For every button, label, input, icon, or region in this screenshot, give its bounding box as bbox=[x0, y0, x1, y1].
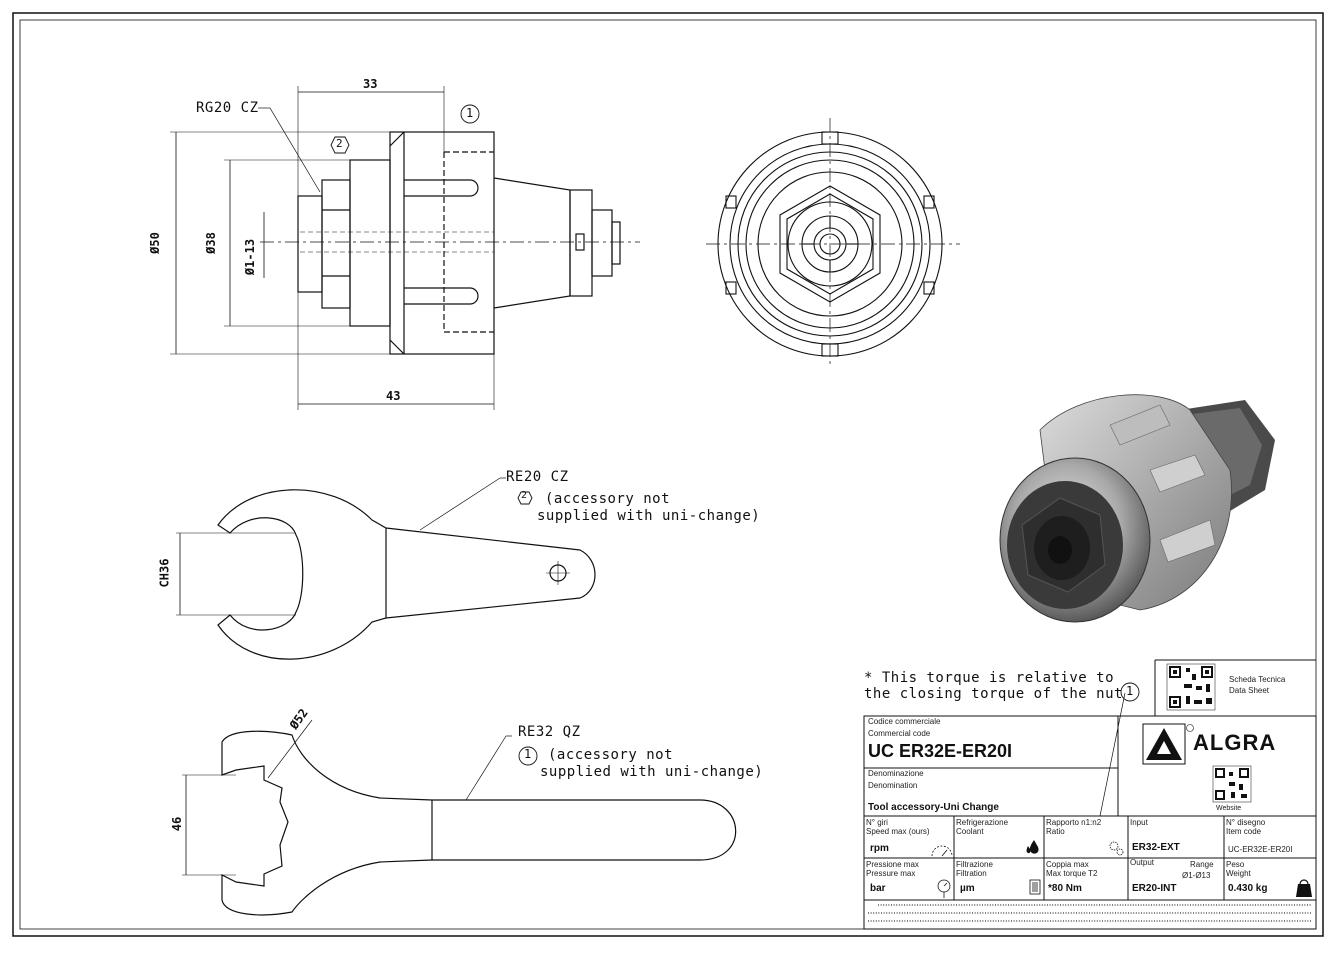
wrench-small-note-2: supplied with uni-change) bbox=[537, 508, 761, 524]
wrench-large-label: RE32 QZ bbox=[518, 724, 581, 740]
commercial-code-label-en: Commercial code bbox=[868, 729, 931, 738]
speed-label-en: Speed max (ours) bbox=[866, 827, 930, 836]
wrench-small-balloon: 2 bbox=[521, 490, 528, 501]
commercial-code-label-it: Codice commerciale bbox=[868, 717, 941, 726]
filtration-label-en: Filtration bbox=[956, 869, 987, 878]
nut-label: RG20 CZ bbox=[196, 100, 259, 116]
wrench-small-note-1: (accessory not bbox=[545, 491, 671, 507]
filtration-label-it: Filtrazione bbox=[956, 860, 993, 869]
qr-code-datasheet bbox=[1166, 663, 1216, 711]
wrench-large-note-2: supplied with uni-change) bbox=[540, 764, 764, 780]
brand-name: ALGRA bbox=[1193, 730, 1277, 755]
datasheet-label-en: Data Sheet bbox=[1229, 686, 1270, 695]
torque-label-en: Max torque T2 bbox=[1046, 869, 1098, 878]
dim-length-bottom: 43 bbox=[386, 389, 401, 403]
dim-dia-mid: Ø38 bbox=[203, 232, 218, 254]
wrench-small-label: RE20 CZ bbox=[506, 469, 569, 485]
dim-length-top: 33 bbox=[363, 77, 378, 91]
denomination-label-it: Denominazione bbox=[868, 769, 924, 778]
website-label: Website bbox=[1216, 805, 1242, 812]
qr-code-website bbox=[1212, 765, 1252, 803]
coolant-label-it: Refrigerazione bbox=[956, 818, 1009, 827]
range-value: Ø1-Ø13 bbox=[1182, 871, 1211, 880]
range-label: Range bbox=[1190, 860, 1214, 869]
wrench-small-dim: CH36 bbox=[157, 558, 172, 588]
dim-dia-range: Ø1-13 bbox=[243, 238, 258, 276]
commercial-code: UC ER32E-ER20I bbox=[868, 741, 1013, 761]
wrench-re32 bbox=[182, 719, 737, 916]
output-label: Output bbox=[1130, 858, 1155, 867]
speed-gauge-icon bbox=[931, 845, 953, 857]
balloon-1-side: 1 bbox=[466, 106, 474, 120]
coolant-label-en: Coolant bbox=[956, 827, 984, 836]
torque-note-line-2: the closing torque of the nut bbox=[864, 686, 1123, 702]
outer-border bbox=[12, 12, 1324, 937]
ratio-label-it: Rapporto n1:n2 bbox=[1046, 818, 1102, 827]
filter-icon bbox=[1029, 879, 1041, 895]
fine-print-strip bbox=[868, 904, 1312, 922]
input-value: ER32-EXT bbox=[1132, 842, 1180, 853]
pressure-gauge-icon bbox=[937, 879, 951, 898]
drawing-label-en: Item code bbox=[1226, 827, 1262, 836]
torque-label-it: Coppia max bbox=[1046, 860, 1089, 869]
pressure-label-en: Pressure max bbox=[866, 869, 916, 878]
drawing-label-it: N° disegno bbox=[1226, 818, 1266, 827]
wrench-large-note-1: (accessory not bbox=[548, 747, 674, 763]
weight-label-en: Weight bbox=[1226, 869, 1251, 878]
gears-icon bbox=[1109, 841, 1124, 856]
weight-icon bbox=[1296, 879, 1312, 897]
torque-note-balloon: 1 bbox=[1126, 684, 1134, 698]
balloon-2-side: 2 bbox=[336, 137, 343, 150]
datasheet-label-it: Scheda Tecnica bbox=[1229, 675, 1286, 684]
wrench-large-balloon: 1 bbox=[524, 747, 532, 761]
pressure-label-it: Pressione max bbox=[866, 860, 919, 869]
algra-logo bbox=[1142, 723, 1194, 765]
weight-value: 0.430 kg bbox=[1228, 883, 1268, 894]
filtration-unit: µm bbox=[960, 883, 975, 894]
torque-value: *80 Nm bbox=[1048, 883, 1082, 894]
denomination-label-en: Denomination bbox=[868, 781, 918, 790]
wrench-re20 bbox=[176, 477, 596, 660]
pressure-unit: bar bbox=[870, 883, 886, 894]
product-render bbox=[999, 394, 1275, 623]
side-view bbox=[170, 86, 640, 410]
torque-note-line-1: * This torque is relative to bbox=[864, 670, 1115, 686]
title-block-frame bbox=[863, 659, 1317, 930]
coolant-drop-icon bbox=[1026, 840, 1039, 854]
weight-label-it: Peso bbox=[1226, 860, 1245, 869]
wrench-large-dim-width: 46 bbox=[170, 816, 185, 832]
speed-label-it: N° giri bbox=[866, 818, 888, 827]
front-view bbox=[706, 118, 960, 368]
dim-dia-outer: Ø50 bbox=[147, 232, 162, 254]
ratio-label-en: Ratio bbox=[1046, 827, 1065, 836]
speed-unit: rpm bbox=[870, 843, 889, 854]
inner-border bbox=[19, 19, 1317, 930]
denomination: Tool accessory-Uni Change bbox=[868, 802, 999, 813]
drawing-value: UC-ER32E-ER20I bbox=[1228, 845, 1293, 854]
input-label: Input bbox=[1130, 818, 1148, 827]
output-value: ER20-INT bbox=[1132, 883, 1177, 894]
